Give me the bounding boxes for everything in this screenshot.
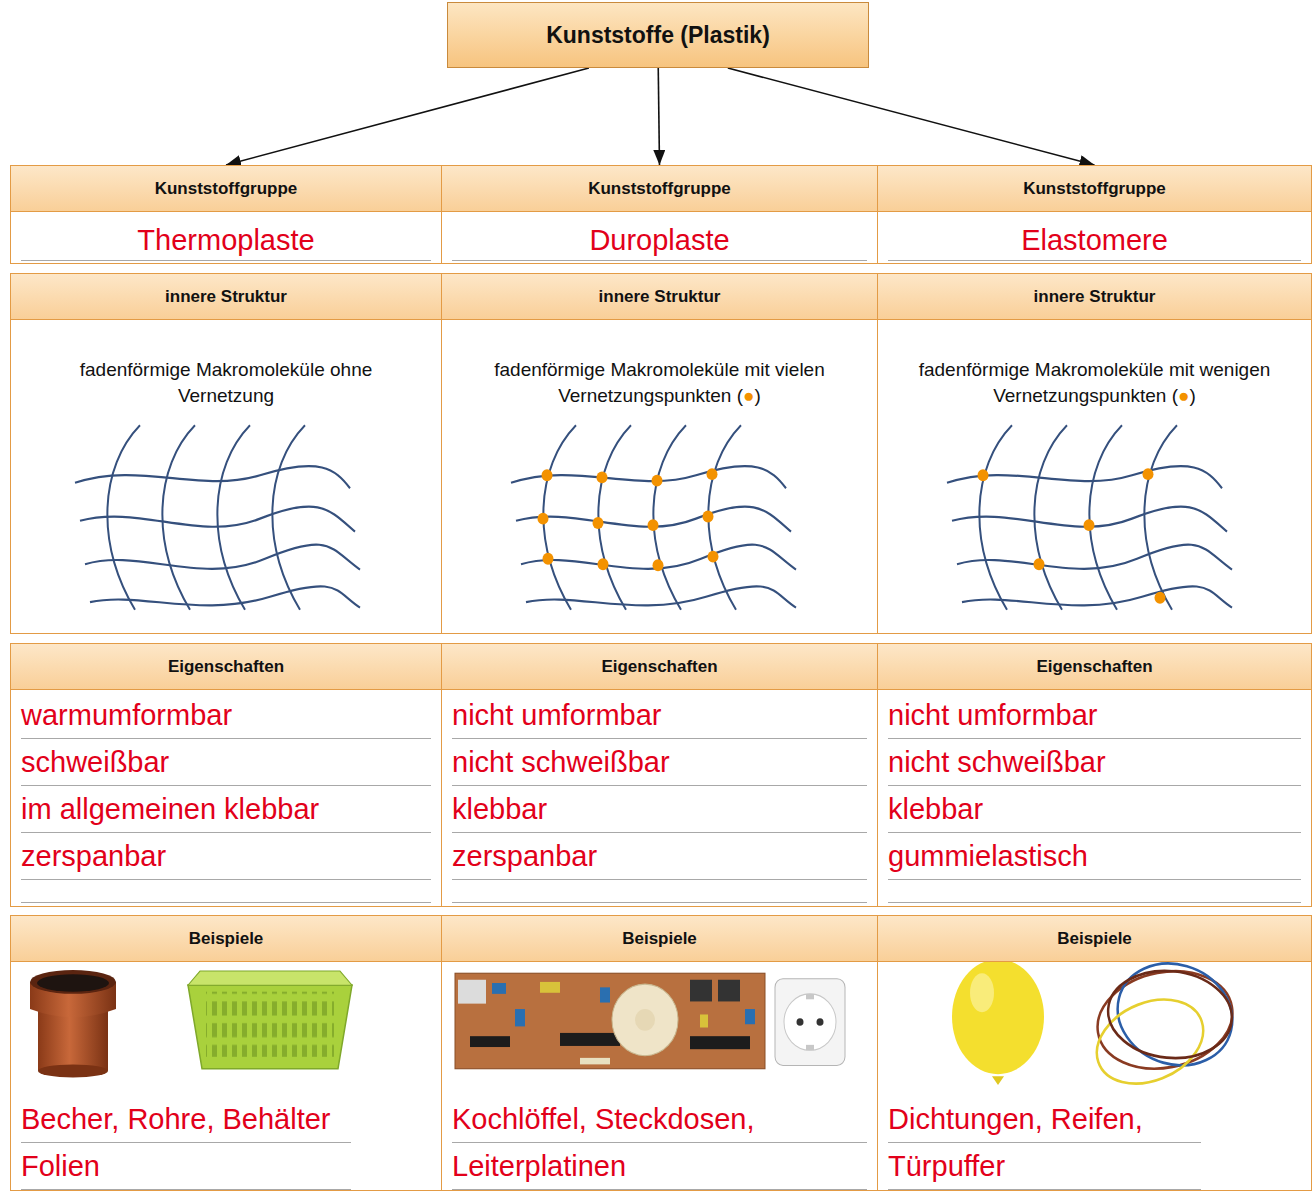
heading-band: Eigenschaften (11, 644, 441, 690)
text-part: ) (755, 385, 761, 406)
connector-arrow (226, 68, 589, 165)
cell-body: nicht umformbarnicht schweißbarklebbarze… (442, 690, 877, 906)
property-text: nicht schweißbar (452, 739, 867, 786)
heading-band: Eigenschaften (878, 644, 1311, 690)
column-heading: Beispiele (189, 929, 264, 949)
structure-unlinked (75, 425, 360, 609)
title-box: Kunststoffe (Plastik) (447, 2, 869, 68)
cell-body: fadenförmige Makromoleküle ohne Vernetzu… (11, 320, 441, 633)
table-cell: KunststoffgruppeThermoplaste (10, 165, 442, 264)
text-part: fadenförmige Makromoleküle mit vielen Ve… (494, 359, 825, 406)
table-cell: KunststoffgruppeElastomere (877, 165, 1312, 264)
heading-band: Kunststoffgruppe (11, 166, 441, 212)
rubber-bands-picture (1086, 950, 1243, 1099)
table-cell: Eigenschaften nicht umformbarnicht schwei… (441, 643, 878, 907)
property-text: klebbar (452, 786, 867, 833)
table-cell: Eigenschaften warmumformbarschweißbarim a… (10, 643, 442, 907)
column-heading: innere Struktur (599, 287, 721, 307)
text-part: ) (1190, 385, 1196, 406)
cell-body: Becher, Rohre, Behälter Folien (11, 962, 441, 1190)
heading-band: Kunststoffgruppe (442, 166, 877, 212)
table-cell: innere Struktur fadenförmige Makromolekül… (10, 273, 442, 634)
column-heading: Kunststoffgruppe (588, 179, 731, 199)
column-heading: Beispiele (622, 929, 697, 949)
pipe-picture (30, 970, 116, 1077)
structure-text: fadenförmige Makromoleküle mit wenigen V… (900, 357, 1289, 409)
example-text: Becher, Rohre, Behälter Folien (21, 1096, 351, 1190)
example-text: Dichtungen, Reifen, Türpuffer (888, 1096, 1201, 1190)
table-cell: KunststoffgruppeDuroplaste (441, 165, 878, 264)
property-text: im allgemeinen klebbar (21, 786, 431, 833)
table-cell: Eigenschaften nicht umformbarnicht schwei… (877, 643, 1312, 907)
circuit-board-picture (455, 973, 765, 1068)
table-cell: BeispieleKochlöffel, Steckdosen, Leiterp… (441, 915, 878, 1191)
property-text: schweißbar (21, 739, 431, 786)
table-cell: BeispieleBecher, Rohre, Behälter Folien (10, 915, 442, 1191)
structure-text: fadenförmige Makromoleküle ohne Vernetzu… (33, 357, 419, 409)
structure-text: fadenförmige Makromoleküle mit vielen Ve… (464, 357, 855, 409)
example-text: Kochlöffel, Steckdosen, Leiterplatinen (452, 1096, 867, 1190)
connector-arrow (728, 68, 1095, 165)
column-heading: innere Struktur (165, 287, 287, 307)
property-text: nicht umformbar (452, 692, 867, 739)
group-name: Elastomere (888, 220, 1301, 261)
heading-band: Beispiele (11, 916, 441, 962)
property-text: zerspanbar (21, 833, 431, 880)
property-text: gummielastisch (888, 833, 1301, 880)
structure-few-links (947, 425, 1232, 609)
column-heading: Kunststoffgruppe (155, 179, 298, 199)
heading-band: innere Struktur (11, 274, 441, 320)
structure-dense-links (511, 425, 796, 609)
cell-body: warmumformbarschweißbarim allgemeinen kl… (11, 690, 441, 906)
cell-body: Dichtungen, Reifen, Türpuffer (878, 962, 1311, 1190)
column-heading: Beispiele (1057, 929, 1132, 949)
property-text: zerspanbar (452, 833, 867, 880)
cell-body: fadenförmige Makromoleküle mit vielen Ve… (442, 320, 877, 633)
ruled-line (888, 880, 1301, 903)
group-name: Thermoplaste (21, 220, 431, 261)
table-cell: innere Struktur fadenförmige Makromolekül… (877, 273, 1312, 634)
column-heading: Kunststoffgruppe (1023, 179, 1166, 199)
table-cell: BeispieleDichtungen, Reifen, Türpuffer (877, 915, 1312, 1191)
basket-picture (188, 971, 352, 1069)
property-text: nicht schweißbar (888, 739, 1301, 786)
title-text: Kunststoffe (Plastik) (546, 22, 770, 49)
link-point-symbol: ● (1178, 385, 1189, 406)
column-heading: Eigenschaften (601, 657, 717, 677)
heading-band: innere Struktur (878, 274, 1311, 320)
column-heading: Eigenschaften (1036, 657, 1152, 677)
property-text: nicht umformbar (888, 692, 1301, 739)
cell-body: Elastomere (878, 212, 1311, 263)
table-cell: innere Struktur fadenförmige Makromolekül… (441, 273, 878, 634)
heading-band: Eigenschaften (442, 644, 877, 690)
heading-band: Beispiele (442, 916, 877, 962)
balloon-picture (952, 959, 1044, 1085)
socket-picture (775, 979, 845, 1066)
property-text: klebbar (888, 786, 1301, 833)
cell-body: Kochlöffel, Steckdosen, Leiterplatinen (442, 962, 877, 1190)
property-text: warmumformbar (21, 692, 431, 739)
cell-body: Duroplaste (442, 212, 877, 263)
heading-band: innere Struktur (442, 274, 877, 320)
group-name: Duroplaste (452, 220, 867, 261)
link-point-symbol: ● (743, 385, 754, 406)
cell-body: Thermoplaste (11, 212, 441, 263)
column-heading: Eigenschaften (168, 657, 284, 677)
text-part: fadenförmige Makromoleküle mit wenigen V… (919, 359, 1271, 406)
ruled-line (21, 880, 431, 903)
connector-arrow (658, 68, 659, 165)
cell-body: fadenförmige Makromoleküle mit wenigen V… (878, 320, 1311, 633)
heading-band: Beispiele (878, 916, 1311, 962)
cell-body: nicht umformbarnicht schweißbarklebbargu… (878, 690, 1311, 906)
ruled-line (452, 880, 867, 903)
heading-band: Kunststoffgruppe (878, 166, 1311, 212)
column-heading: innere Struktur (1034, 287, 1156, 307)
